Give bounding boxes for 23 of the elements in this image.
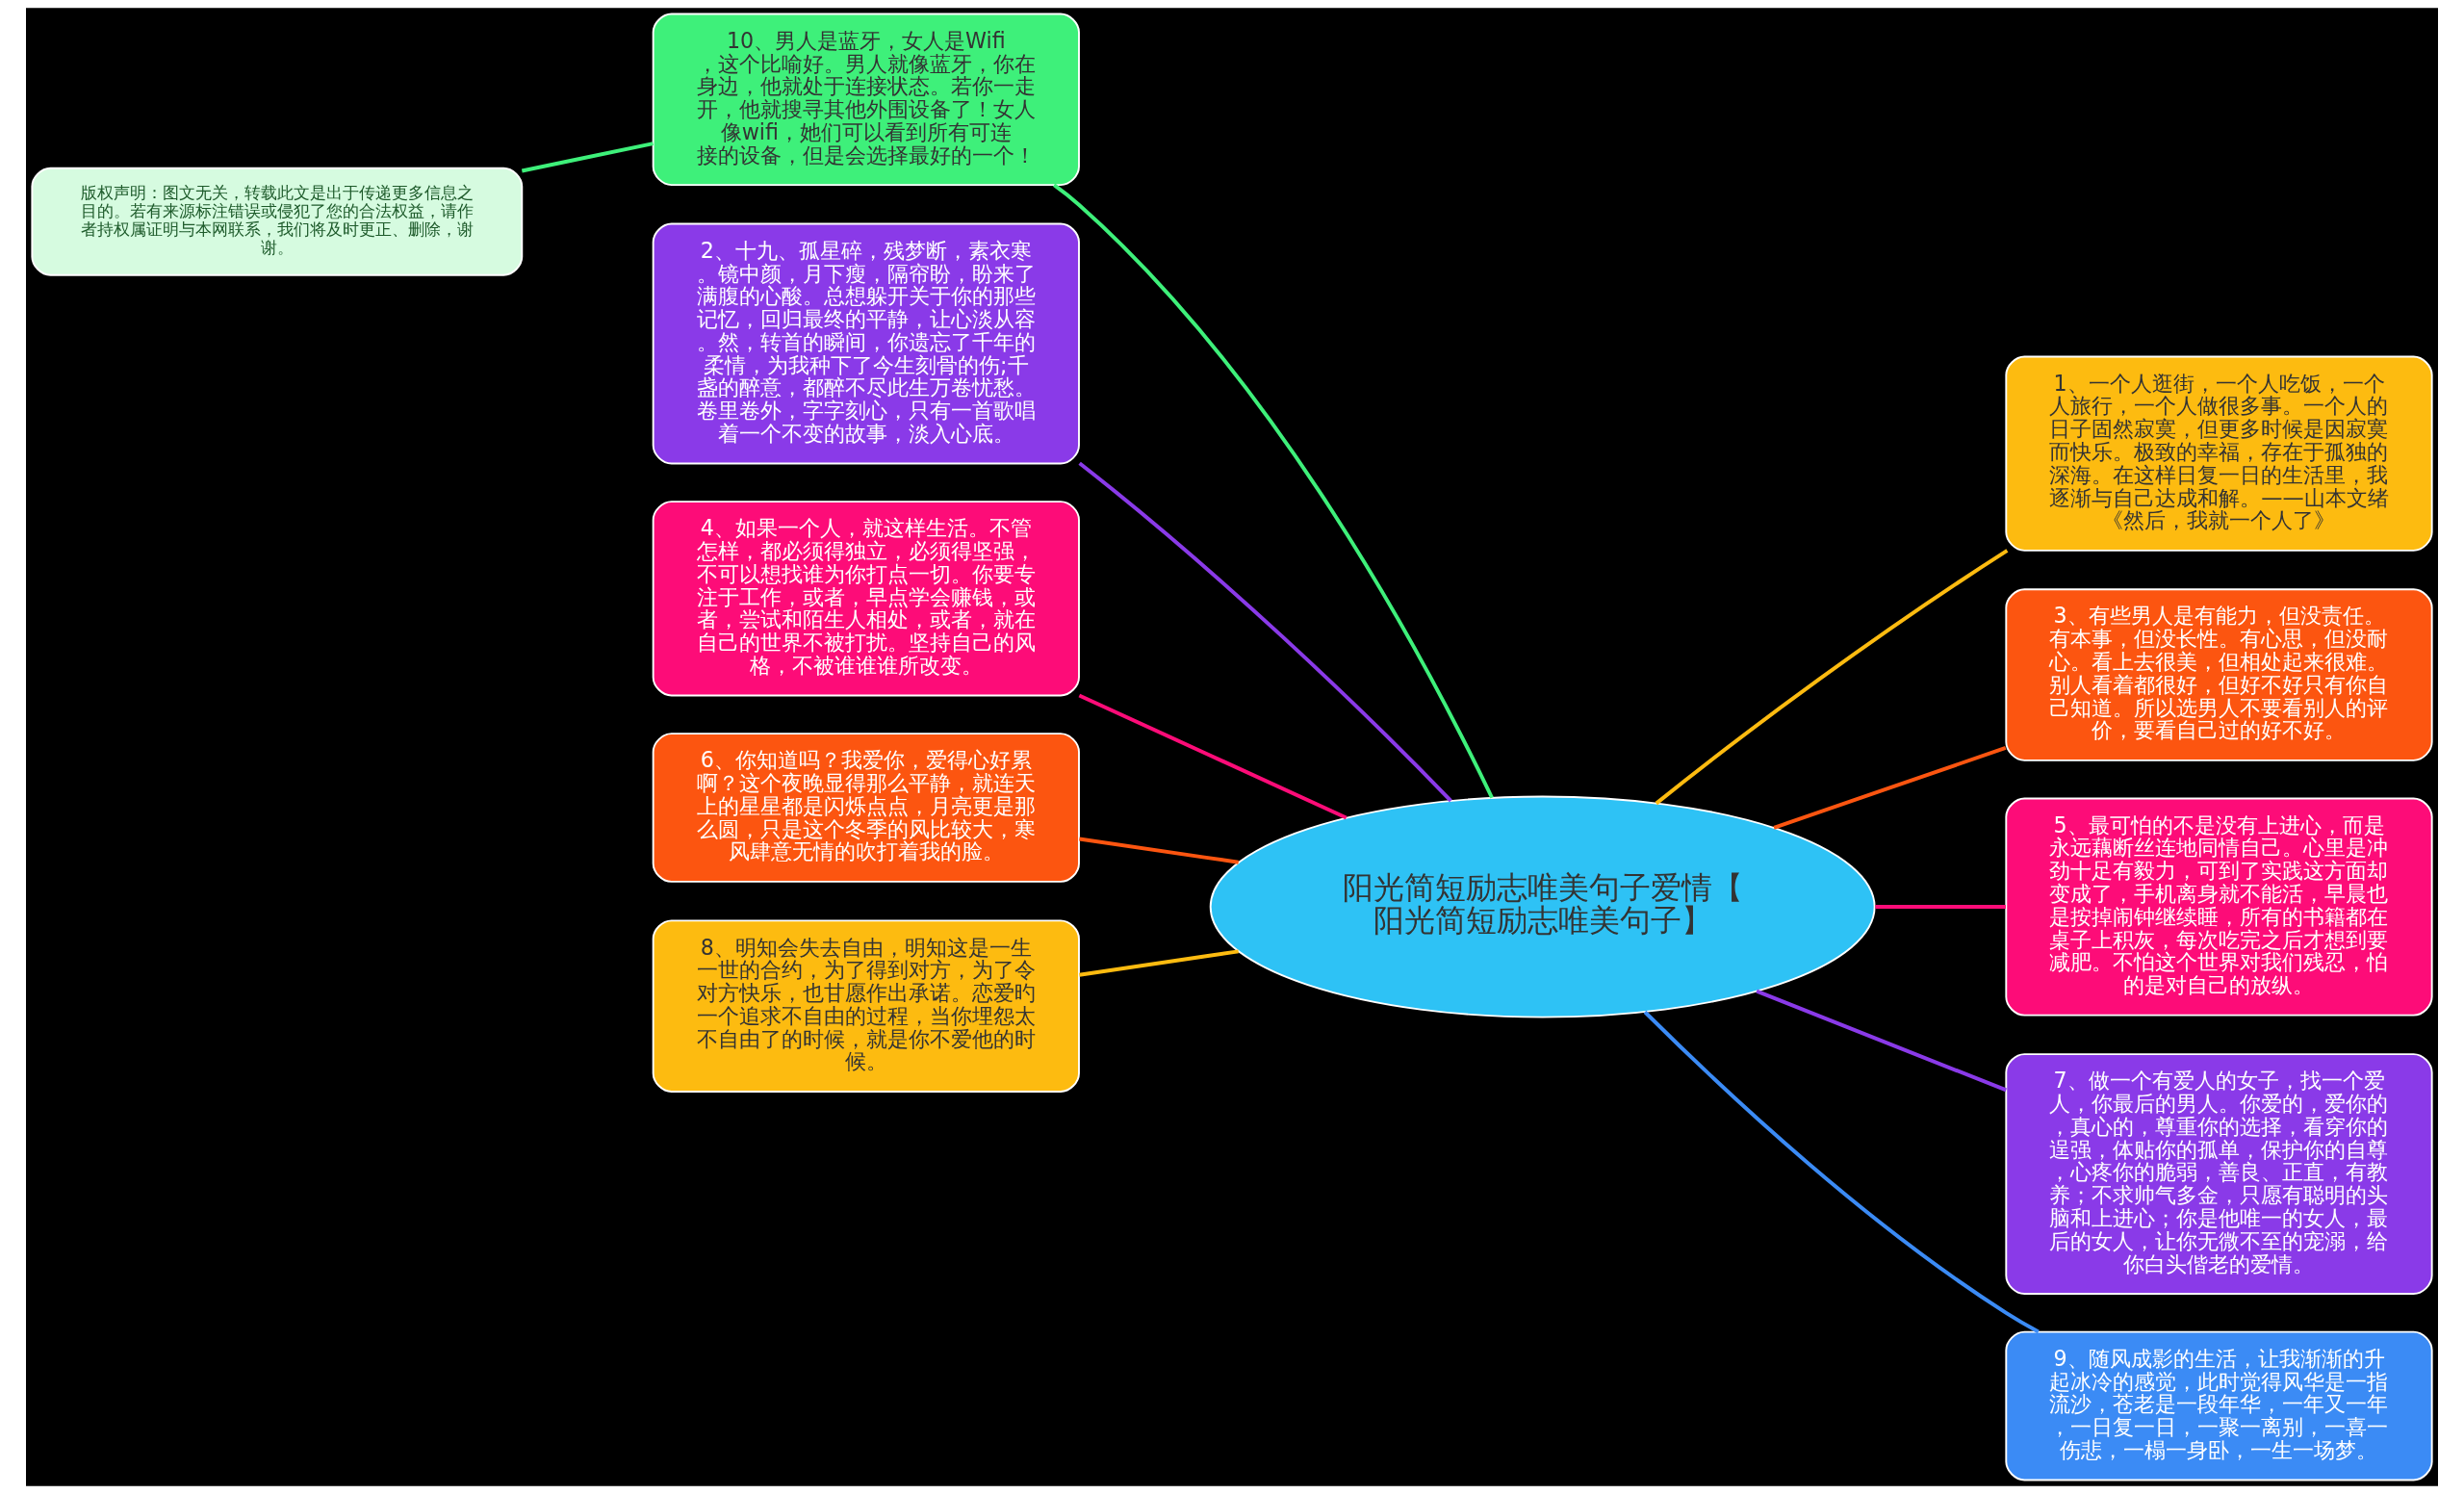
- node-ellipse: 阳光简短励志唯美句子爱情【阳光简短励志唯美句子】: [1209, 795, 1876, 1018]
- connector: [1756, 989, 2007, 1093]
- connector: [1078, 461, 1452, 803]
- node-box: 5、最可怕的不是没有上进心，而是永远藕断丝连地同情自己。心里是冲劲十足有毅力，可到了实践这方面却变成了，手机离身就不能活，早晨也是按掉闹钟继续睡，所有的书籍都在桌子上积灰，每次吃完之后才想到要减肥。不怕这个世界对我们残忍，怕的是对自己的放纵。: [2005, 797, 2433, 1017]
- connector: [1655, 549, 2009, 806]
- node-box: 3、有些男人是有能力，但没责任。有本事，但没长性。有心思，但没耐心。看上去很美，但相处起来很难。别人看着都很好，但好不好只有你自己知道。所以选男人不要看别人的评价，要看自己过的好不好。: [2005, 588, 2433, 761]
- node-box: 2、十九、孤星碎，残梦断，素衣寒。镜中颜，月下瘦，隔帘盼，盼来了满腹的心酸。总想躲开关于你的那些记忆，回归最终的平静，让心淡从容。然，转首的瞬间，你遗忘了千年的柔情，为我种下了今生刻骨的伤;千盏的醉意，都醉不尽此生万卷忧愁。卷里卷外，字字刻心，只有一首歌唱着一个不变的故事，淡入心底。: [652, 222, 1080, 465]
- connector: [1078, 693, 1348, 820]
- node-box: 8、明知会失去自由，明知这是一生一世的合约，为了得到对方，为了令对方快乐，也甘愿作出承诺。恋爱旳一个追求不自由的过程，当你埋怨太不自由了的时候，就是你不爱他的时候。: [652, 919, 1080, 1093]
- node-box: 10、男人是蓝牙，女人是Wifi，这个比喻好。男人就像蓝牙，你在身边，他就处于连接状态。若你一走开，他就搜寻其他外围设备了！女人像wifi，她们可以看到所有可连接的设备，但是会选择最好的一个！: [652, 13, 1080, 187]
- connector: [1079, 837, 1239, 864]
- node-box: 7、做一个有爱人的女子，找一个爱人，你最后的男人。你爱的，爱你的，真心的，尊重你的选择，看穿你的逞强，体贴你的孤单，保护你的自尊，心疼你的脆弱，善良、正直，有教养；不求帅气多金，只愿有聪明的头脑和上进心；你是他唯一的女人，最后的女人，让你无微不至的宠溺，给你白头偕老的爱情。: [2005, 1053, 2433, 1295]
- connector: [1875, 905, 2006, 910]
- connector: [1773, 746, 2007, 830]
- connector: [1079, 949, 1239, 977]
- connector: [1643, 1010, 2040, 1334]
- node-box: 1、一个人逛街，一个人吃饭，一个人旅行，一个人做很多事。一个人的日子固然寂寞，但更多时候是因寂寞而快乐。极致的幸福，存在于孤独的深海。在这样日复一日的生活里，我逐渐与自己达成和解。——山本文绪《然后，我就一个人了》: [2005, 355, 2433, 552]
- connector: [1052, 183, 1494, 799]
- node-box: 4、如果一个人，就这样生活。不管怎样，都必须得独立，必须得坚强，不可以想找谁为你打点一切。你要专注于工作，或者，早点学会赚钱，或者，尝试和陌生人相处，或者，就在自己的世界不被打扰。坚持自己的风格，不被谁谁谁所改变。: [652, 501, 1080, 697]
- node-box: 9、随风成影的生活，让我渐渐的升起冰冷的感觉，此时觉得风华是一指流沙，苍老是一段年华，一年又一年，一日复一日，一聚一离别，一喜一伤悲，一榻一身卧，一生一场梦。: [2005, 1330, 2433, 1481]
- node-box: 6、你知道吗？我爱你，爱得心好累啊？这个夜晚显得那么平静，就连天上的星星都是闪烁点点，月亮更是那么圆，只是这个冬季的风比较大，寒风肆意无情的吹打着我的脸。: [652, 733, 1080, 883]
- connector: [521, 142, 654, 173]
- node-box: 版权声明：图文无关，转载此文是出于传递更多信息之目的。若有来源标注错误或侵犯了您的合法权益，请作者持权属证明与本网联系，我们将及时更正、删除，谢谢。: [31, 167, 524, 276]
